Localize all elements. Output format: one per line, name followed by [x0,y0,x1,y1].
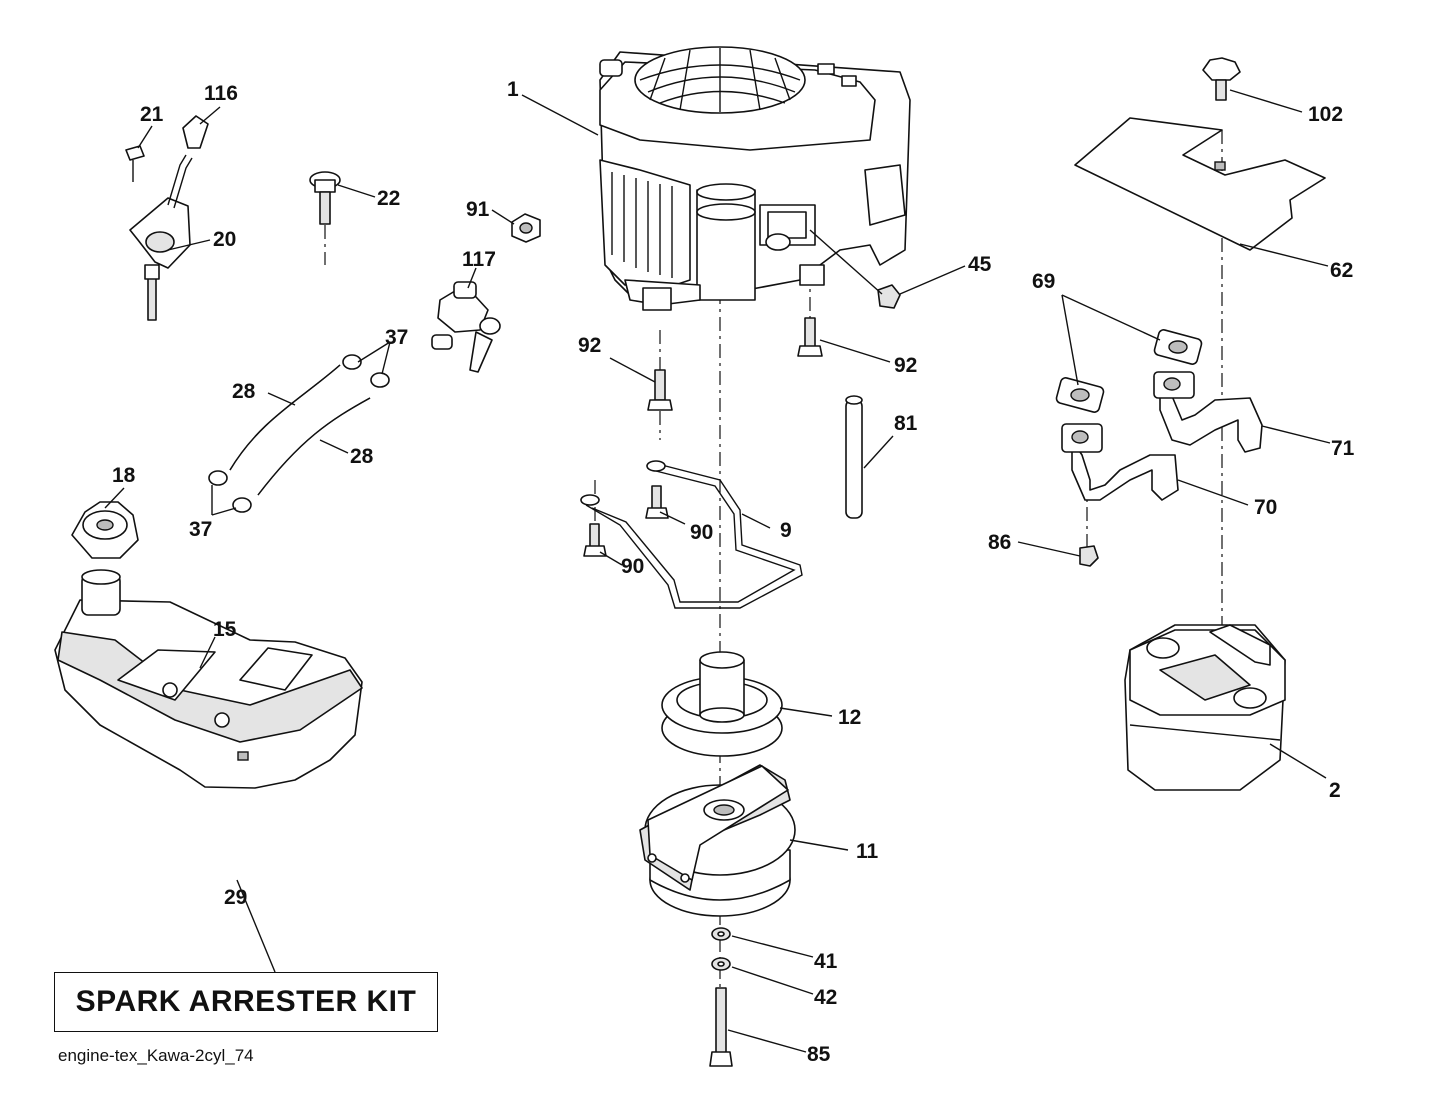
callout-42: 42 [814,986,837,1009]
washer-41-part[interactable] [711,927,731,941]
knob-116-part[interactable] [182,115,209,149]
tube-part[interactable] [845,395,863,519]
fuel-tank-part[interactable] [54,569,363,789]
callout-28-lower: 28 [350,445,374,468]
exhaust-pipe-71-part[interactable] [1153,371,1263,453]
fuel-cap-part[interactable] [71,501,139,559]
callout-37-lower: 37 [189,518,212,541]
pulley-part[interactable] [661,651,783,757]
callout-9: 9 [780,519,792,542]
callout-2: 2 [1329,779,1341,802]
spark-arrester-kit-box: SPARK ARRESTER KIT [54,972,438,1032]
nut-45-part[interactable] [877,284,901,309]
bolt-21-part[interactable] [125,145,145,182]
callout-45: 45 [968,253,992,276]
callout-117: 117 [462,248,496,271]
callout-62: 62 [1330,259,1353,282]
gasket-part[interactable] [1055,329,1203,414]
callout-86: 86 [988,531,1011,554]
fuel-valve-part[interactable] [431,281,501,373]
clutch-part[interactable] [639,764,796,917]
engine-part[interactable] [599,46,911,311]
callout-71: 71 [1331,437,1355,460]
washer-42-part[interactable] [711,957,731,971]
exhaust-pipe-70-part[interactable] [1061,423,1179,501]
spark-arrester-kit-label: SPARK ARRESTER KIT [75,985,417,1018]
fuel-line-part[interactable] [229,364,371,496]
choke-knob-part[interactable] [309,171,341,225]
callout-91: 91 [466,198,490,221]
callout-90-right: 90 [690,521,713,544]
callout-37-upper: 37 [385,326,408,349]
knob-bolt-part[interactable] [1202,57,1241,101]
callout-102: 102 [1308,103,1343,126]
heat-shield-part[interactable] [1074,117,1326,251]
callout-90-left: 90 [621,555,644,578]
callout-85: 85 [807,1043,831,1066]
callout-69: 69 [1032,270,1055,293]
callout-29: 29 [224,886,247,909]
diagram-id-caption: engine-tex_Kawa-2cyl_74 [58,1046,254,1065]
callout-28-upper: 28 [232,380,256,403]
callout-81: 81 [894,412,918,435]
bolt-90-part[interactable] [583,485,669,557]
nut-91-part[interactable] [511,213,541,243]
callout-1: 1 [507,78,519,101]
callout-92-right: 92 [894,354,917,377]
hose-clamp-part[interactable] [208,354,390,513]
callout-11: 11 [856,840,879,863]
callout-21: 21 [140,103,164,126]
callout-18: 18 [112,464,136,487]
wire-bracket-part[interactable] [580,460,803,609]
callout-labels: 1 2 9 11 12 15 18 20 21 22 28 28 29 37 3… [112,78,1355,1066]
callout-116: 116 [204,82,238,105]
bolt-92-right-part[interactable] [797,317,823,357]
callout-41: 41 [814,950,838,973]
leader-lines [104,89,1331,1053]
callout-22: 22 [377,187,400,210]
callout-15: 15 [213,618,237,641]
callout-20: 20 [213,228,236,251]
bolt-92-left-part[interactable] [647,369,673,411]
nut-86-part[interactable] [1079,545,1099,567]
callout-92-left: 92 [578,334,601,357]
bolt-85-part[interactable] [709,987,733,1067]
callout-12: 12 [838,706,861,729]
callout-70: 70 [1254,496,1277,519]
muffler-part[interactable] [1124,624,1286,791]
throttle-control-part[interactable] [129,154,193,321]
